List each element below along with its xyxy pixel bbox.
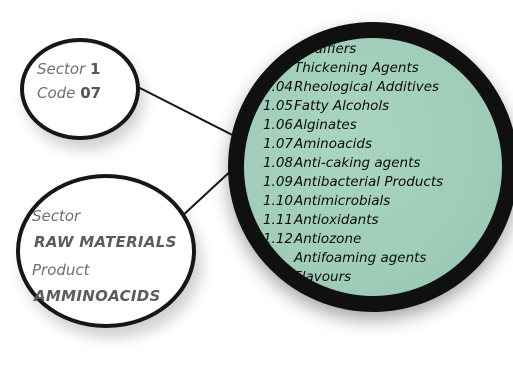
item-name: Aminoacids — [294, 136, 373, 152]
item-code: 1.06 — [262, 117, 293, 133]
item-code: 1.04 — [262, 79, 293, 95]
list-item: Flavours — [244, 268, 502, 287]
item-code: 1.05 — [262, 98, 293, 114]
item-name: Anti-caking agents — [294, 155, 421, 171]
code-number: 07 — [80, 84, 102, 102]
list-item: Thickening Agents — [244, 59, 502, 78]
item-name: Fatty Alcohols — [294, 98, 390, 114]
code-line: Code 07 — [37, 83, 101, 103]
item-name: Antifoaming agents — [294, 250, 427, 266]
sector-label: Sector — [37, 60, 86, 78]
item-code: 1.08 — [262, 155, 293, 171]
list-item: Acidifiers — [244, 40, 502, 59]
callout-sector-code: Sector 1 Code 07 — [20, 38, 140, 140]
item-name: Antimicrobials — [294, 193, 391, 209]
item-name: Antibacterial Products — [294, 174, 444, 190]
product-value: AMMINOACIDS — [34, 287, 161, 305]
item-name: Thickening Agents — [294, 60, 419, 76]
item-name: Acidifiers — [294, 41, 357, 57]
item-code: 1.10 — [262, 193, 293, 209]
item-name: Alginates — [294, 117, 357, 133]
callout-sector-product: Sector RAW MATERIALS Product AMMINOACIDS — [16, 174, 196, 328]
product-label: Product — [32, 261, 90, 279]
item-name: Antiozone — [294, 231, 362, 247]
item-name: Antioxidants — [294, 212, 379, 228]
sector-value: RAW MATERIALS — [34, 233, 177, 251]
item-code: 1.07 — [262, 136, 293, 152]
code-label: Code — [37, 84, 76, 102]
item-name: Flavours — [294, 269, 352, 285]
item-name: Rheological Additives — [294, 79, 440, 95]
item-code: 1.09 — [262, 174, 293, 190]
item-code: 1.11 — [262, 212, 293, 228]
list-item: Antifoaming agents — [244, 249, 502, 268]
sector-label: Sector — [32, 207, 81, 225]
sector-number: 1 — [90, 60, 101, 78]
item-code: 1.12 — [262, 231, 293, 247]
sector-line: Sector 1 — [37, 59, 100, 79]
